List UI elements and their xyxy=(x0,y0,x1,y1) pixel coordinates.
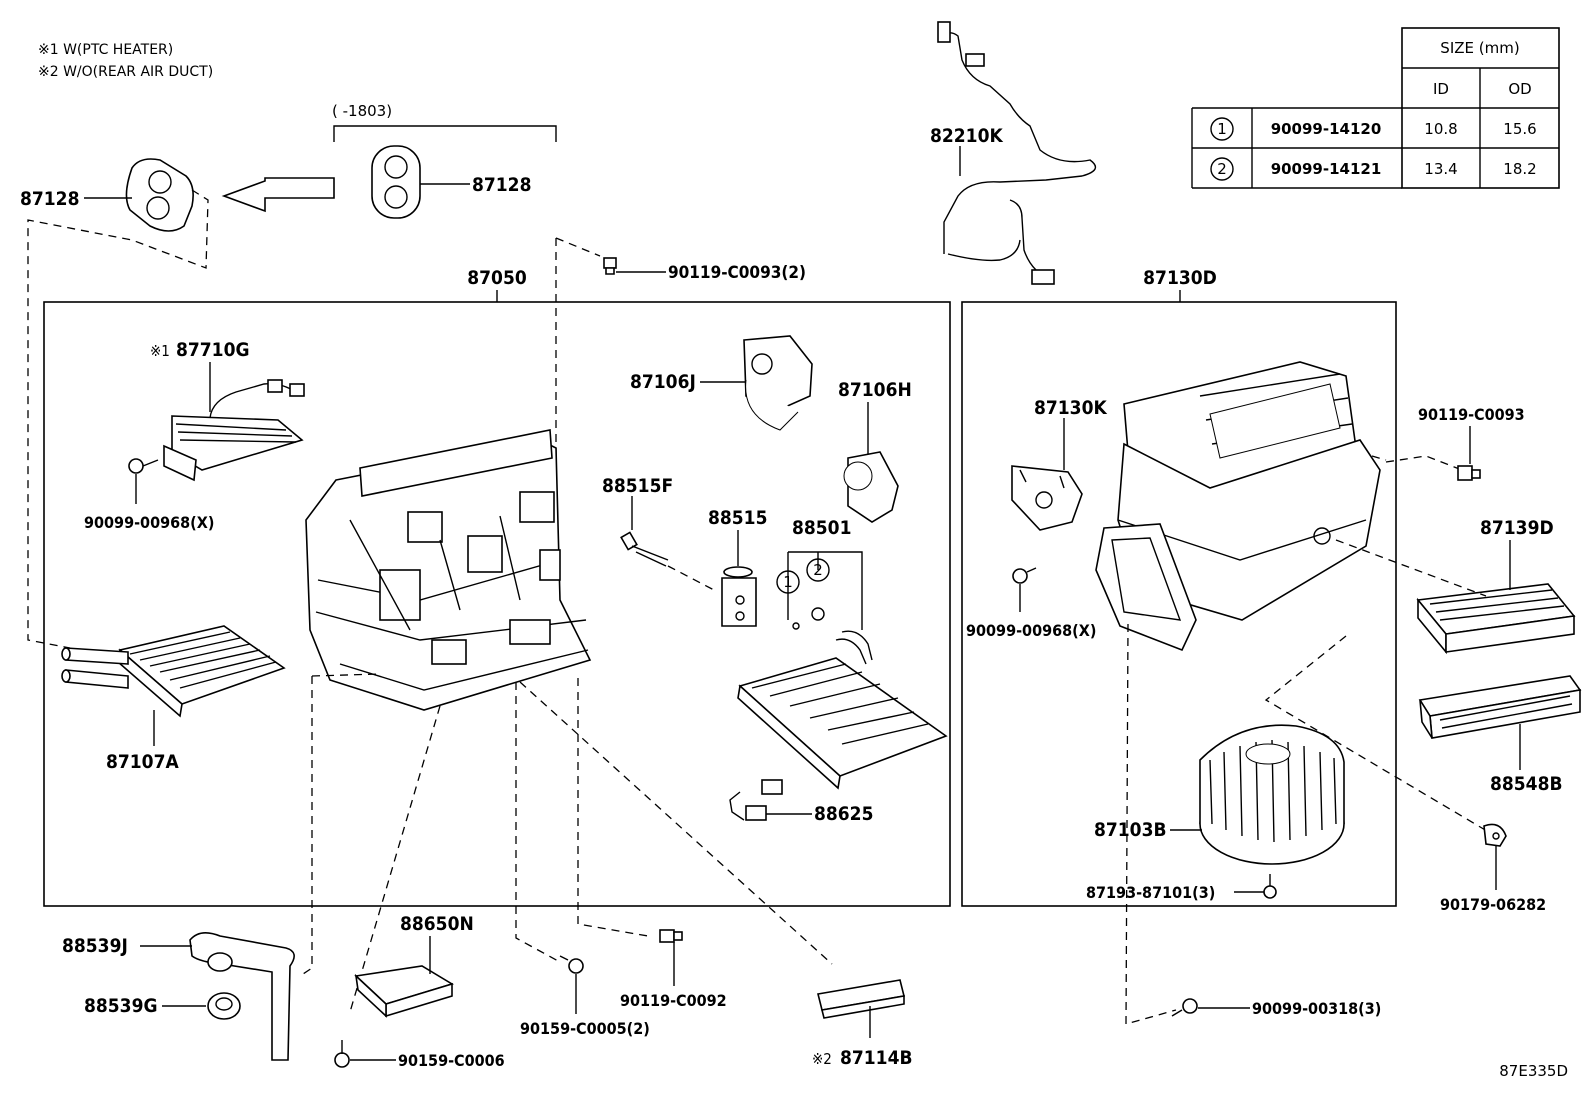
label-88548B: 88548B xyxy=(1490,773,1563,795)
note-ptc-heater: ※1 W(PTC HEATER) xyxy=(38,42,173,58)
label-88501: 88501 xyxy=(792,517,851,539)
label-87139D: 87139D xyxy=(1480,517,1554,539)
label-87710G-prefix: ※1 xyxy=(150,342,170,360)
bolt-90119-C0093-2 xyxy=(603,257,617,275)
screw-90099-00318-3 xyxy=(1171,998,1198,1017)
label-90099-00968X-right: 90099-00968(X) xyxy=(966,621,1096,640)
col-od-header: OD xyxy=(1508,80,1531,98)
screw-90099-00968X-left xyxy=(128,458,159,474)
note-rear-air-duct: ※2 W/O(REAR AIR DUCT) xyxy=(38,64,213,80)
servo-87130K xyxy=(1011,465,1083,531)
o-ring-mark-1: 1 xyxy=(783,573,793,591)
grommet-88539G xyxy=(207,992,241,1020)
bolt-88515F xyxy=(620,531,669,567)
table-row-1-id: 10.8 xyxy=(1424,120,1457,138)
label-90159-C0006: 90159-C0006 xyxy=(398,1051,505,1070)
thermistor-88625 xyxy=(729,779,783,821)
label-87128-left: 87128 xyxy=(20,188,79,210)
label-87114B: 87114B xyxy=(840,1047,913,1069)
label-88625: 88625 xyxy=(814,803,873,825)
col-id-header: ID xyxy=(1433,80,1449,98)
label-88650N: 88650N xyxy=(400,913,474,935)
blower-unit-87130D xyxy=(1095,361,1381,652)
screw-90159-C0005-2 xyxy=(559,955,584,974)
diagram-code: 87E335D xyxy=(1499,1062,1568,1080)
label-87103B: 87103B xyxy=(1094,819,1167,841)
label-90099-00968X-left: 90099-00968(X) xyxy=(84,513,214,532)
table-row-2-mark: 2 xyxy=(1217,160,1227,178)
label-90119-C0092: 90119-C0092 xyxy=(620,991,727,1010)
grommet-87128-left xyxy=(125,158,194,232)
amplifier-88650N xyxy=(354,965,454,1018)
ptc-heater-87710G xyxy=(163,379,305,482)
label-88515F: 88515F xyxy=(602,475,673,497)
o-ring-mark-2: 2 xyxy=(813,561,823,579)
filter-88548B xyxy=(1418,675,1582,739)
label-87107A: 87107A xyxy=(106,751,179,773)
label-87106J: 87106J xyxy=(630,371,696,393)
assembly-box-87130D xyxy=(961,301,1397,907)
label-87050: 87050 xyxy=(467,267,527,289)
size-table: SIZE (mm) ID OD 1 90099-14120 10.8 15.6 … xyxy=(1191,27,1560,189)
label-87710G: 87710G xyxy=(176,339,250,361)
servo-87106H xyxy=(843,451,899,523)
date-range: ( -1803) xyxy=(332,102,392,120)
expansion-valve-88515 xyxy=(721,566,757,627)
label-88539G: 88539G xyxy=(84,995,158,1017)
screw-90159-C0006 xyxy=(334,1040,350,1068)
label-87114B-prefix: ※2 xyxy=(812,1050,832,1068)
label-88539J: 88539J xyxy=(62,935,128,957)
label-87130K: 87130K xyxy=(1034,397,1107,419)
table-row-2-id: 13.4 xyxy=(1424,160,1457,178)
bolt-90119-C0093 xyxy=(1457,465,1481,481)
clip-90179-06282 xyxy=(1483,823,1507,847)
drain-hose-88539J xyxy=(189,932,295,1061)
heater-unit-housing-87050 xyxy=(305,429,592,711)
label-90119-C0093-2: 90119-C0093(2) xyxy=(668,263,806,283)
bolt-90119-C0092 xyxy=(659,929,683,943)
evaporator-88501 xyxy=(737,630,948,790)
filter-87139D xyxy=(1416,583,1576,655)
heater-core-87107A xyxy=(61,625,286,718)
table-row-2-part: 90099-14121 xyxy=(1271,160,1382,178)
label-87193-87101-3: 87193-87101(3) xyxy=(1086,883,1215,902)
screw-87193-87101-3 xyxy=(1263,874,1277,899)
blower-motor-87103B xyxy=(1199,724,1345,865)
size-header: SIZE (mm) xyxy=(1440,39,1519,57)
label-87130D: 87130D xyxy=(1143,267,1217,289)
label-87128-right: 87128 xyxy=(472,174,531,196)
screw-90099-00968X-right xyxy=(1012,567,1037,584)
grommet-87128-right xyxy=(371,145,421,219)
label-87106H: 87106H xyxy=(838,379,912,401)
label-90179-06282: 90179-06282 xyxy=(1440,895,1546,914)
table-row-2-od: 18.2 xyxy=(1503,160,1536,178)
table-row-1-part: 90099-14120 xyxy=(1271,120,1382,138)
label-88515: 88515 xyxy=(708,507,767,529)
table-row-1-od: 15.6 xyxy=(1503,120,1536,138)
duct-87114B xyxy=(817,979,905,1019)
label-90099-00318-3: 90099-00318(3) xyxy=(1252,999,1381,1018)
label-90119-C0093: 90119-C0093 xyxy=(1418,405,1525,424)
label-90159-C0005-2: 90159-C0005(2) xyxy=(520,1019,650,1038)
servo-87106J xyxy=(743,335,813,431)
label-82210K: 82210K xyxy=(930,125,1003,147)
wire-harness-82210K xyxy=(937,21,1097,285)
table-row-1-mark: 1 xyxy=(1217,120,1227,138)
arrow-supersede xyxy=(221,177,335,213)
